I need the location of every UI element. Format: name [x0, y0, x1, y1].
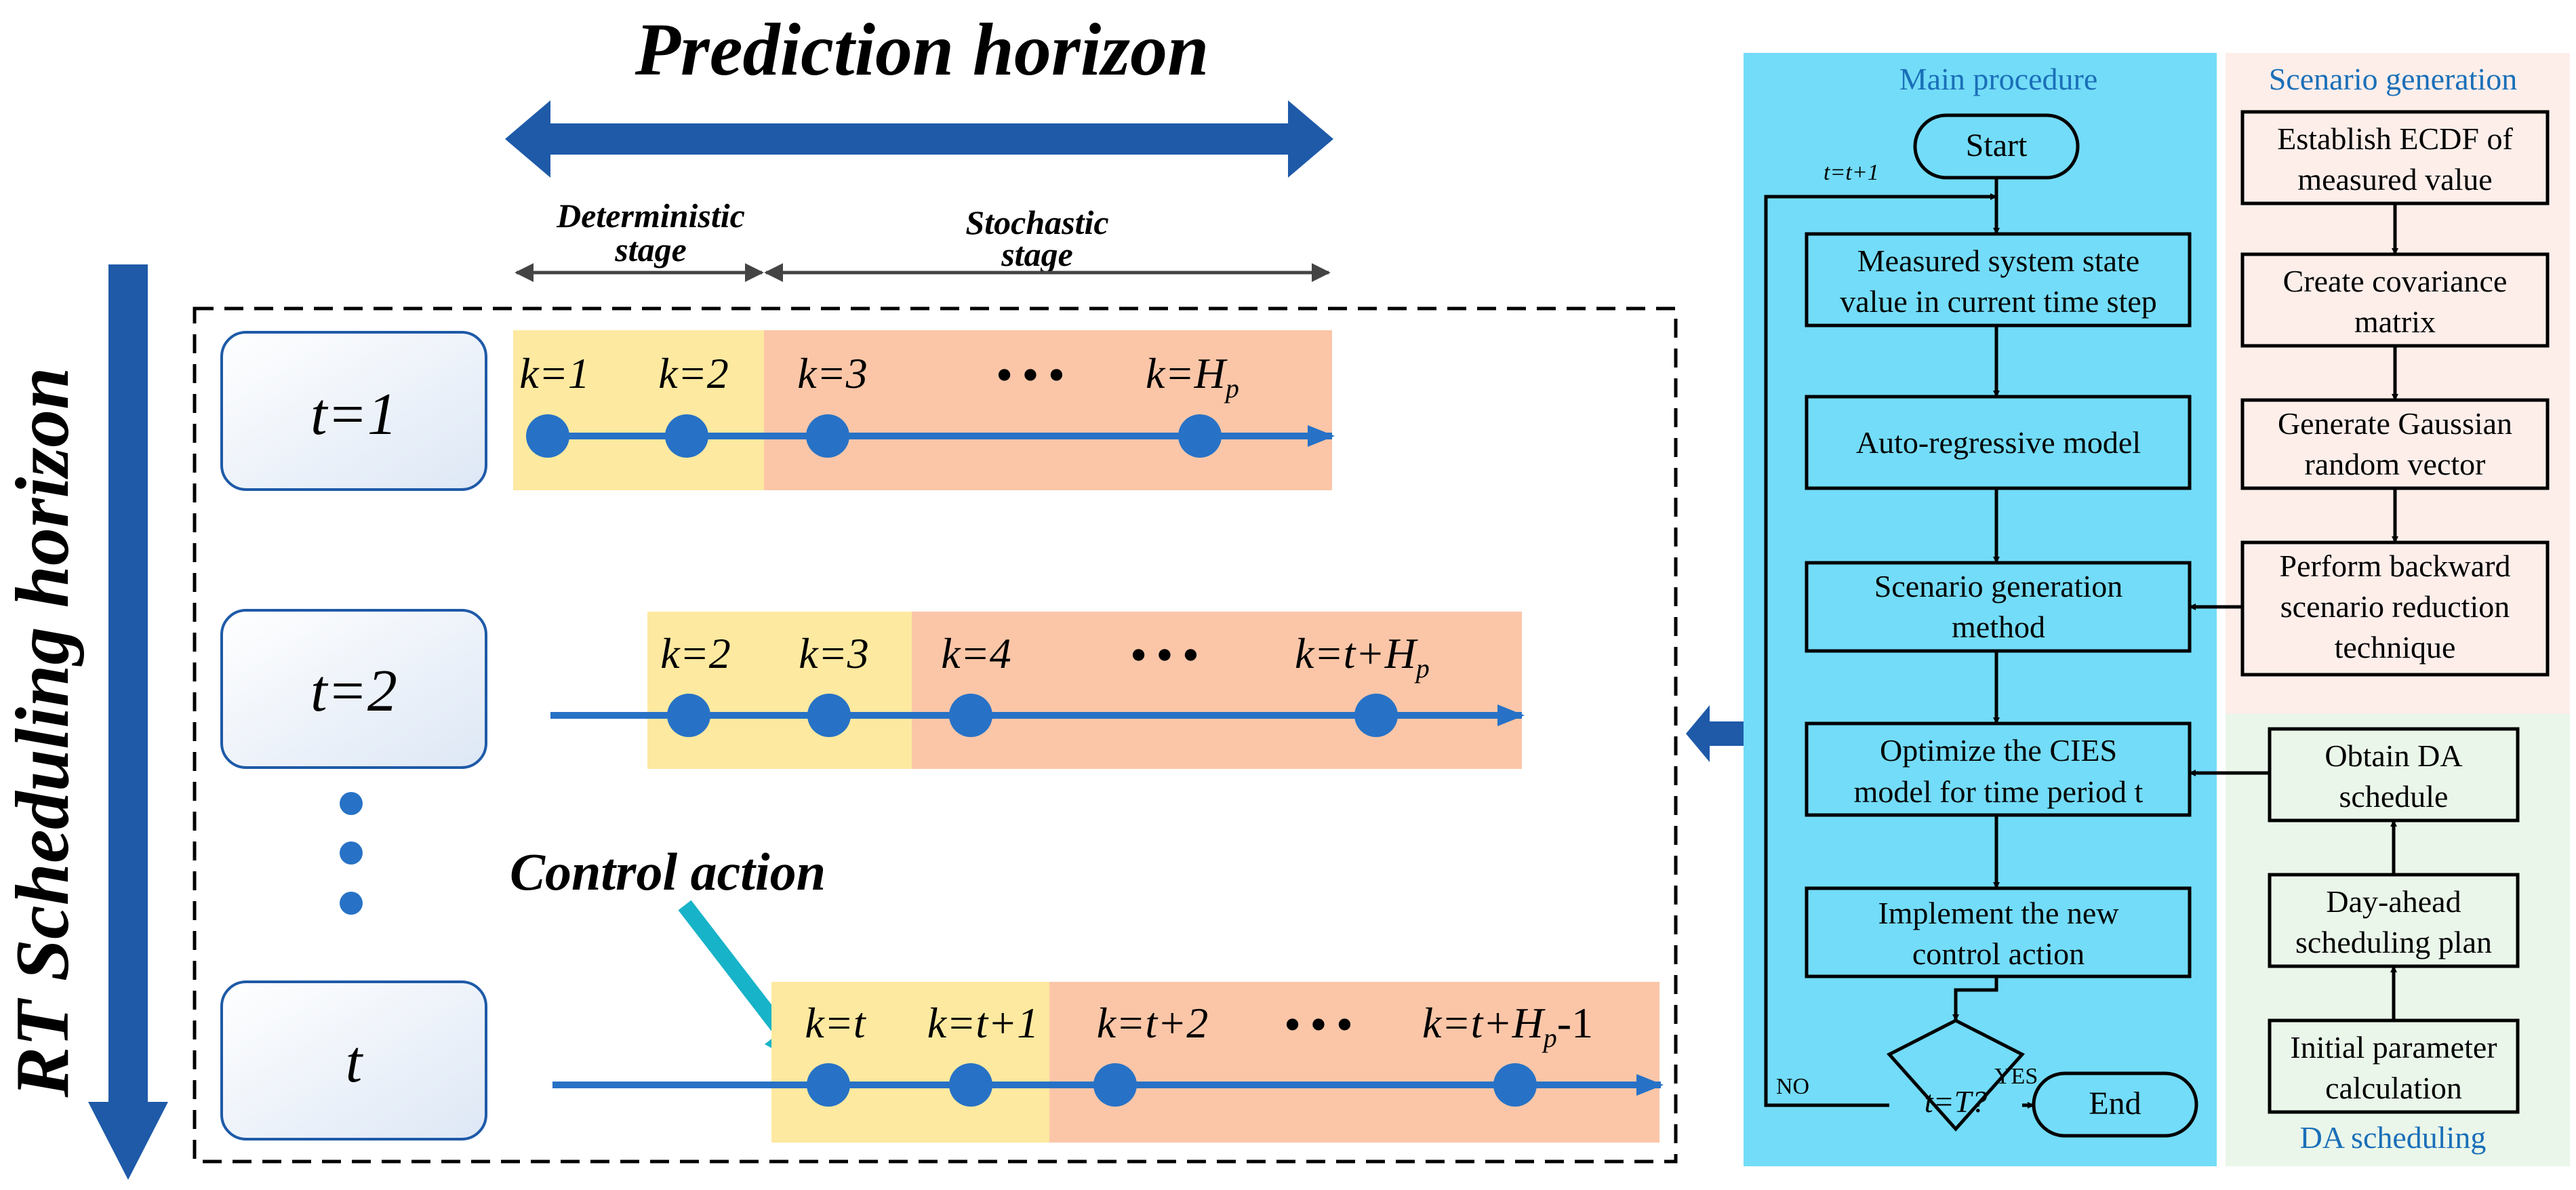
covariance-line2: matrix	[2354, 304, 2436, 339]
initial-parameter-line2: calculation	[2325, 1071, 2462, 1105]
node-row3-k1	[807, 1063, 850, 1107]
k-label-row3-2: k=t+1	[927, 999, 1039, 1047]
k-label-row3-1: k=t	[805, 999, 867, 1047]
time-box-t	[220, 980, 487, 1141]
time-label-t: t	[346, 1029, 364, 1095]
covariance-line1: Create covariance	[2283, 264, 2508, 298]
day-ahead-line2: scheduling plan	[2295, 925, 2492, 959]
obtain-da-line2: schedule	[2339, 779, 2449, 814]
control-action-label: Control action	[510, 842, 826, 901]
k-label-row2-2: k=3	[799, 629, 869, 677]
k-label-row1-1: k=1	[519, 349, 590, 397]
arrow-implement-to-decision	[1952, 976, 1998, 1021]
ellipsis-row3: • • •	[1285, 1000, 1352, 1048]
ecdf-line1: Establish ECDF of	[2277, 121, 2513, 156]
scheduling-frame	[193, 306, 1678, 1164]
time-box-t1	[220, 331, 487, 491]
start-label: Start	[1966, 127, 2028, 163]
step-implement-line1: Implement the new	[1878, 896, 2119, 930]
node-row3-k3	[1093, 1063, 1137, 1107]
row-dot-1	[340, 792, 363, 815]
node-row1-k1	[526, 414, 569, 458]
k-label-row2-last: k=t+Hp	[1295, 629, 1430, 683]
no-label: NO	[1776, 1074, 1809, 1099]
main-procedure-title: Main procedure	[1899, 62, 2098, 96]
node-row3-k2	[949, 1063, 992, 1107]
gaussian-line1: Generate Gaussian	[2278, 406, 2512, 441]
ellipsis-row1: • • •	[997, 351, 1064, 399]
obtain-da-line1: Obtain DA	[2325, 738, 2462, 773]
da-scheduling-title: DA scheduling	[2300, 1120, 2487, 1155]
decision-label: t=T?	[1925, 1084, 1987, 1119]
ecdf-line2: measured value	[2297, 162, 2492, 197]
rt-scheduling-horizon-arrow	[88, 264, 168, 1180]
node-row2-k2	[807, 694, 851, 737]
stochastic-band-row2	[912, 612, 1522, 769]
end-label: End	[2089, 1086, 2141, 1122]
time-box-t2	[220, 609, 487, 769]
deterministic-label-2: stage	[614, 231, 687, 269]
node-row2-klast	[1354, 694, 1398, 737]
node-row1-k2	[665, 414, 708, 458]
step-scenario-line2: method	[1952, 610, 2045, 644]
row-dot-3	[340, 892, 363, 915]
k-label-row3-last: k=t+Hp-1	[1422, 999, 1593, 1053]
step-measured-line1: Measured system state	[1857, 243, 2139, 278]
stochastic-label-1: Stochastic	[965, 203, 1108, 241]
k-label-row1-last: k=Hp	[1146, 349, 1239, 403]
backward-line3: technique	[2335, 630, 2456, 665]
yes-label: YES	[1994, 1064, 2038, 1089]
da-scheduling-panel	[2226, 714, 2570, 1166]
step-optimize-line1: Optimize the CIES	[1880, 733, 2117, 768]
backward-line1: Perform backward	[2279, 549, 2510, 583]
k-label-row1-3: k=3	[797, 349, 868, 397]
backward-line2: scenario reduction	[2280, 589, 2510, 624]
day-ahead-line1: Day-ahead	[2326, 884, 2461, 919]
main-procedure-panel	[1744, 53, 2217, 1166]
stochastic-label-2: stage	[1001, 235, 1073, 273]
k-label-row2-1: k=2	[660, 629, 731, 677]
k-label-row2-3: k=4	[941, 629, 1011, 677]
prediction-horizon-title: Prediction horizon	[635, 8, 1209, 91]
node-row2-k3	[949, 694, 992, 737]
deterministic-band-row2	[647, 612, 912, 769]
scenario-generation-title: Scenario generation	[2269, 62, 2518, 96]
step-scenario-line1: Scenario generation	[1874, 569, 2123, 603]
time-label-t2: t=2	[310, 658, 397, 724]
gaussian-line2: random vector	[2305, 447, 2486, 481]
k-label-row1-2: k=2	[658, 349, 729, 397]
time-label-t1: t=1	[310, 382, 397, 448]
arrow-loop-back	[1764, 193, 1997, 1107]
step-auto-regressive-line1: Auto-regressive model	[1856, 425, 2141, 460]
stochastic-band-row1	[764, 330, 1332, 490]
step-implement-line2: control action	[1912, 936, 2085, 971]
scenario-generation-panel	[2226, 53, 2570, 714]
rt-scheduling-horizon-title: RT Scheduling horizon	[1, 368, 85, 1098]
link-arrow-left	[1686, 705, 1746, 762]
step-measured-line2: value in current time step	[1840, 284, 2157, 319]
deterministic-label-1: Deterministic	[556, 197, 745, 235]
node-row1-k3	[806, 414, 849, 458]
prediction-horizon-arrow	[505, 100, 1333, 178]
ellipsis-row2: • • •	[1131, 631, 1198, 679]
node-row3-klast	[1493, 1063, 1537, 1107]
loop-label: t=t+1	[1824, 160, 1879, 185]
decision-diamond	[1886, 1018, 2026, 1132]
node-row1-klast	[1178, 414, 1222, 458]
deterministic-band-row1	[513, 330, 764, 490]
k-label-row3-3: k=t+2	[1097, 999, 1209, 1047]
deterministic-band-row3	[771, 982, 1049, 1143]
node-row2-k1	[667, 694, 710, 737]
stochastic-band-row3	[1049, 982, 1659, 1143]
row-dot-2	[340, 841, 363, 865]
step-optimize-line2: model for time period t	[1854, 774, 2144, 809]
initial-parameter-line1: Initial parameter	[2290, 1030, 2497, 1065]
